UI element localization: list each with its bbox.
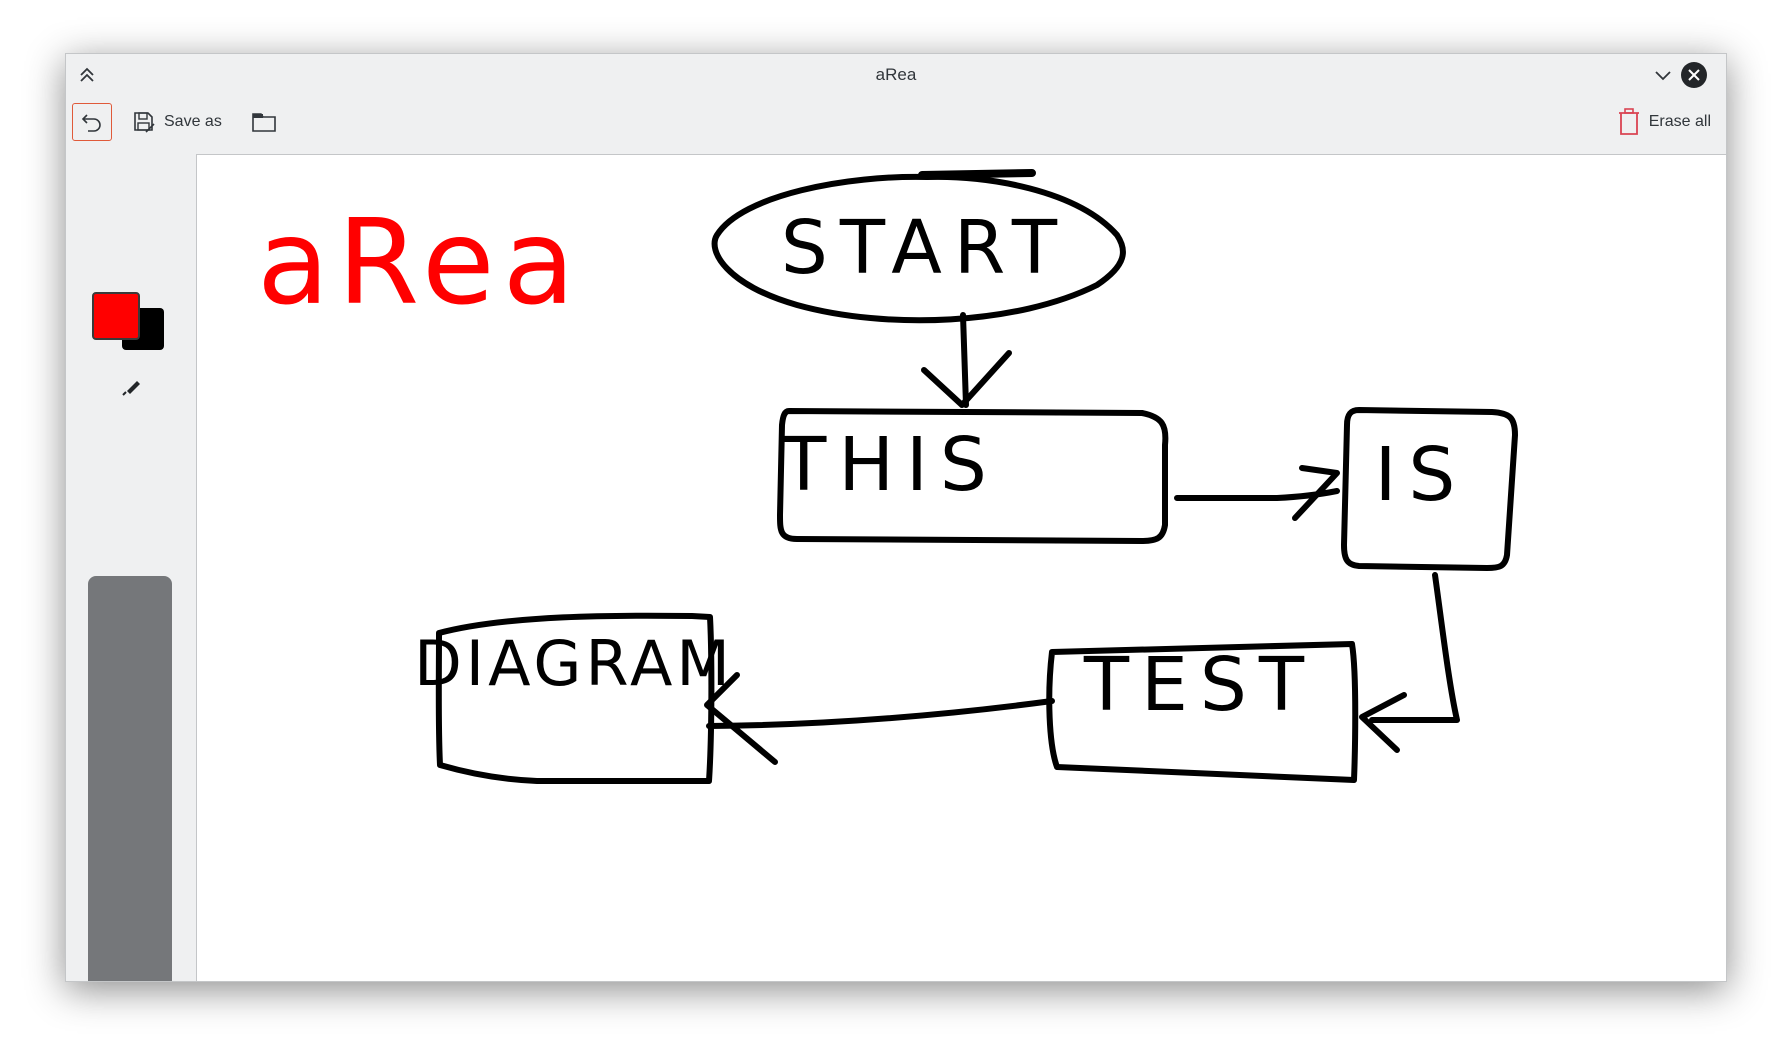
color-picker[interactable] [92,292,168,354]
erase-all-button[interactable]: Erase all [1617,106,1711,138]
primary-color-swatch[interactable] [92,292,140,340]
arrow-is-test-head [1359,692,1407,753]
this-box [777,408,1169,544]
double-chevron-up-icon [80,67,94,82]
undo-button[interactable] [72,103,112,141]
drawing-title-text: aRea [257,193,583,331]
erase-all-label: Erase all [1648,113,1711,130]
folder-icon [252,113,276,132]
is-box [1341,407,1518,571]
arrow-this-is [1174,488,1340,501]
drawing-canvas[interactable]: aRea START THIS IS [196,154,1726,981]
node-label-diagram: DIAGRAM [414,627,734,700]
flowchart-shapes [435,169,1518,784]
arrow-test-diagram-head [704,672,778,765]
arrow-is-test [1369,572,1460,723]
keep-above-button[interactable] [74,62,100,88]
pen-icon [122,381,140,396]
trash-icon [1618,108,1639,135]
node-label-test: TEST [1083,642,1316,728]
chevron-down-icon [1655,71,1671,81]
toolbar: Save as Erase all [66,96,1726,150]
minimize-button[interactable] [1650,62,1676,88]
close-icon [1688,69,1700,81]
save-as-button[interactable]: Save as [132,106,222,138]
pen-tool-button[interactable] [118,374,144,400]
flowchart-labels: START THIS IS TEST DIAGRAM [414,205,1468,728]
window-title: aRea [875,65,917,84]
diagram-box [435,612,715,784]
undo-icon [81,114,101,132]
node-label-this: THIS [780,422,999,508]
node-label-start: START [781,205,1069,291]
open-folder-button[interactable] [248,106,280,138]
arrow-this-is-head [1292,465,1340,521]
node-label-is: IS [1375,432,1468,518]
titlebar[interactable]: aRea [66,54,1726,96]
brush-size-slider[interactable] [88,576,172,981]
save-as-label: Save as [164,113,222,130]
app-window: aRea Save as [65,53,1727,982]
start-ellipse [711,173,1126,324]
save-as-icon [134,112,155,133]
start-top-mark [918,169,1036,179]
sidebar [66,150,196,981]
drawing-layer: aRea START THIS IS [257,169,1518,784]
close-button[interactable] [1681,62,1707,88]
arrow-start-this [960,312,969,408]
test-box [1046,641,1359,783]
arrow-start-this-head [921,350,1012,408]
arrow-test-diagram [706,698,1055,729]
